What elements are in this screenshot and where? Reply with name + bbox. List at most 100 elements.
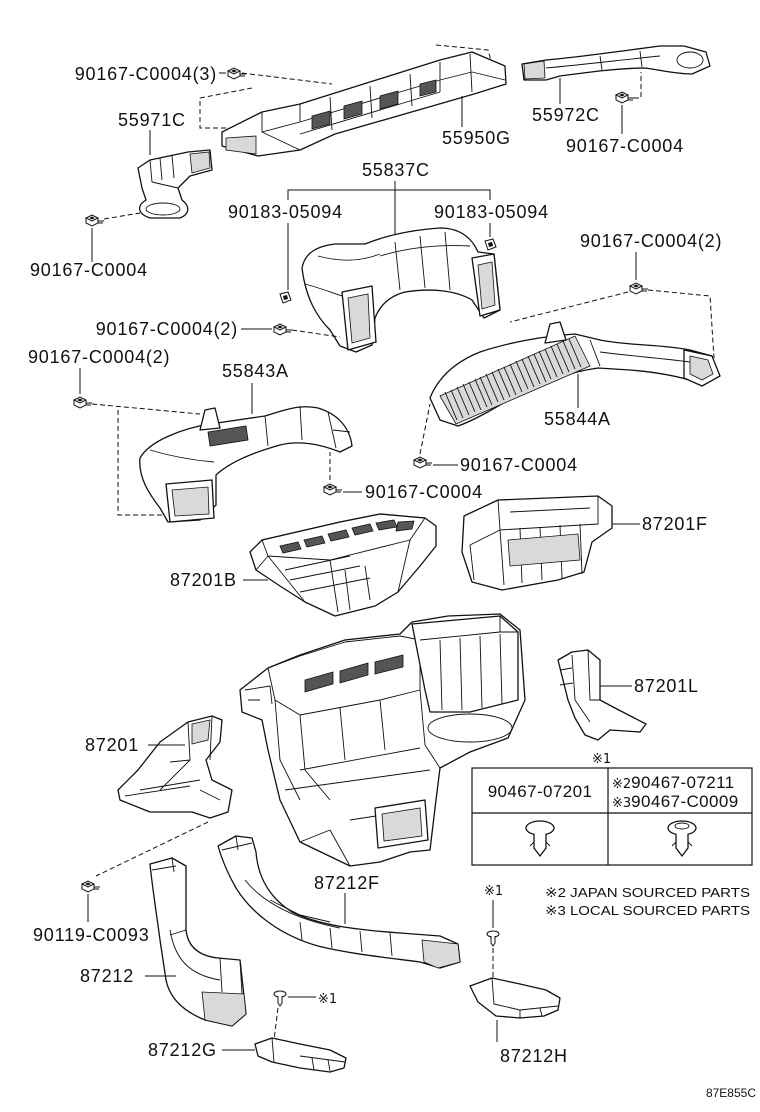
dashed-guide <box>95 821 209 877</box>
duct-87212G <box>254 1037 347 1073</box>
duct-55844A-ribs <box>444 338 582 421</box>
clip-barbs <box>671 841 693 847</box>
clip-table-mark-2: ※2 <box>612 777 631 792</box>
hvac-unit-top-vents <box>304 654 404 693</box>
label-90167-C0004-top-right: 90167-C0004 <box>566 136 684 156</box>
label-90167-C0004-mid-center: 90167-C0004 <box>365 482 483 502</box>
case-87201B-top-face <box>255 513 426 613</box>
case-87201L-body <box>557 649 647 741</box>
label-87212H: 87212H <box>500 1046 568 1066</box>
note-mark-87212G: ※1 <box>318 992 337 1007</box>
duct-87212F-body <box>217 835 461 969</box>
duct-55971C-outlet <box>189 151 211 174</box>
label-87201L: 87201L <box>634 676 699 696</box>
duct-87212-body <box>149 857 247 1027</box>
label-87212: 87212 <box>80 966 134 986</box>
duct-87212H <box>469 977 561 1019</box>
duct-55837C <box>301 227 501 353</box>
dashed-guide <box>91 403 201 516</box>
illustration-code: 87E855C <box>706 1086 756 1100</box>
duct-55843A-lines <box>149 405 351 463</box>
duct-87212H-lines <box>491 977 559 1018</box>
case-87201B-grid <box>279 519 415 554</box>
duct-55972C-lines <box>545 50 661 71</box>
dashed-guide <box>291 329 341 338</box>
label-55837C: 55837C <box>362 160 430 180</box>
duct-55843A-tab <box>199 407 221 431</box>
bolt-90167-C0004-top-right <box>615 91 635 104</box>
label-90167-C0004-3: 90167-C0004(3) <box>75 64 217 84</box>
duct-55950G-end-box <box>225 135 257 155</box>
label-55843A: 55843A <box>222 361 289 381</box>
label-90167-C0004-left: 90167-C0004 <box>30 260 148 280</box>
case-87201B-ribs <box>284 555 371 611</box>
clip-shank <box>675 834 689 857</box>
duct-87212F-lines <box>221 835 393 957</box>
case-87201B <box>249 513 437 617</box>
bolt-90167-C0004-left <box>85 214 105 227</box>
hvac-unit-assembly <box>239 613 526 867</box>
dashed-guide <box>419 403 431 455</box>
duct-55972C-ring <box>676 51 704 69</box>
clip-table-dividers <box>472 768 752 865</box>
bolt-90167-C0004-2-right <box>629 282 649 295</box>
bolt-90167-C0004-mid-right <box>413 456 433 469</box>
clip-87212H <box>486 930 500 947</box>
label-90167-C0004-2-right: 90167-C0004(2) <box>580 231 722 251</box>
label-55972C: 55972C <box>532 105 600 125</box>
case-87201-body <box>117 715 233 819</box>
case-87201F-grille <box>507 533 581 567</box>
label-87212F: 87212F <box>314 873 380 893</box>
label-90167-C0004-mid-right: 90167-C0004 <box>460 455 578 475</box>
dashed-guide <box>103 212 141 220</box>
label-55971C: 55971C <box>118 110 186 130</box>
clip-table-right-row-1: ※290467-07211 <box>612 773 735 792</box>
leader-line <box>287 223 491 290</box>
case-87201-lines <box>124 715 221 801</box>
duct-55950G-ribs <box>261 53 506 151</box>
duct-87212F <box>217 835 461 969</box>
duct-55837C-contours <box>304 231 471 297</box>
duct-55971C <box>137 149 213 219</box>
clip-table-right-row-2: ※390467-C0009 <box>612 792 739 811</box>
duct-55837C-body <box>301 227 501 353</box>
case-87201L <box>557 649 647 741</box>
note-japan-sourced: ※2 JAPAN SOURCED PARTS <box>545 885 750 900</box>
duct-87212-lines <box>151 857 243 995</box>
clip-90183-05094-left <box>279 291 292 304</box>
clip-head-inner <box>674 822 690 830</box>
label-87201F: 87201F <box>642 514 708 534</box>
label-90167-C0004-2-left: 90167-C0004(2) <box>28 347 170 367</box>
dashed-guide <box>273 1007 279 1041</box>
clip-barbs <box>529 841 551 847</box>
label-90167-C0004-2-center: 90167-C0004(2) <box>96 319 238 339</box>
clip-table-frame <box>471 767 753 866</box>
duct-55843A-vent <box>207 425 249 447</box>
bolt-90167-C0004-mid-center <box>323 483 343 496</box>
duct-55971C-flange <box>145 202 181 216</box>
bolt-90167-C0004-2-left <box>73 396 93 409</box>
duct-87212H-body <box>469 977 561 1019</box>
duct-55971C-lines <box>149 154 179 189</box>
clip-shank <box>533 834 547 857</box>
duct-55837C-left-outlet-inner <box>347 293 371 344</box>
clip-table-part-90467-C0009: 90467-C0009 <box>631 792 738 811</box>
duct-87212-outlet <box>201 991 247 1027</box>
duct-55844A-tab <box>544 321 567 344</box>
case-87201-vent <box>191 719 211 745</box>
duct-55844A-lines <box>589 339 691 367</box>
duct-55843A-outlet-inner <box>171 486 210 517</box>
clip-90467-07201-drawing <box>525 820 555 857</box>
hvac-outlet-inner <box>381 807 423 842</box>
clip-head <box>525 820 555 836</box>
clip-87212G <box>273 990 287 1007</box>
duct-87212G-body <box>254 1037 347 1073</box>
note-mark-87212H: ※1 <box>484 884 503 899</box>
duct-55837C-right-outlet-inner <box>477 261 496 310</box>
clip-90183-05094-right <box>484 238 497 251</box>
duct-87212G-lines <box>271 1037 346 1072</box>
duct-87212F-outlet <box>421 939 461 969</box>
case-87201F <box>461 495 613 591</box>
clip-table-mark-3: ※3 <box>612 796 631 811</box>
clip-table-note-mark: ※1 <box>592 752 611 767</box>
